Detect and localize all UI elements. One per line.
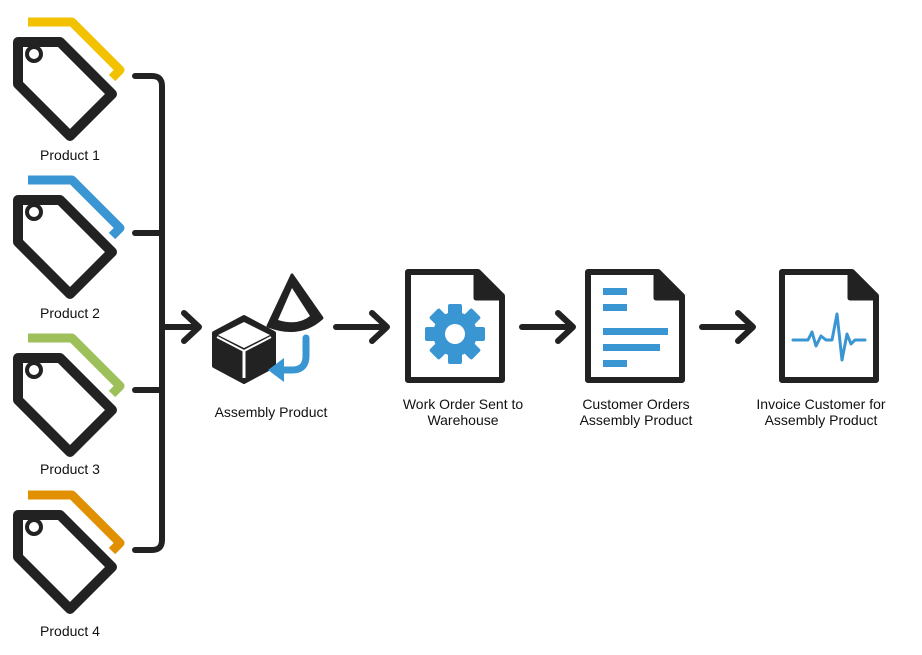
work-order-label: Work Order Sent to Warehouse: [388, 396, 538, 428]
product-1-label: Product 1: [40, 147, 100, 163]
product-4-label: Product 4: [40, 623, 100, 639]
arrow-icon: [699, 310, 756, 344]
label-line: Customer Orders: [582, 396, 690, 412]
assembly-cube-icon: [212, 273, 324, 384]
arrow-icon: [333, 310, 390, 344]
merge-bracket: [132, 73, 165, 553]
product-4-tag-icon: [13, 490, 125, 614]
customer-orders-label: Customer Orders Assembly Product: [561, 396, 711, 428]
arrow-icon: [519, 310, 576, 344]
product-1-tag-icon: [13, 17, 125, 141]
pulse-document-icon: [779, 269, 879, 383]
label-line: Assembly Product: [764, 412, 878, 428]
label-line: Work Order Sent to: [402, 396, 524, 412]
product-2-label: Product 2: [40, 305, 100, 321]
product-3-label: Product 3: [40, 461, 100, 477]
list-document-icon: [585, 269, 685, 383]
invoice-customer-label: Invoice Customer for Assembly Product: [740, 396, 902, 428]
bracket-arrow-icon: [159, 310, 202, 344]
label-line: Assembly Product: [214, 404, 328, 420]
label-line: Invoice Customer for: [756, 396, 886, 412]
product-2-tag-icon: [13, 175, 125, 299]
label-line: Warehouse: [427, 412, 499, 428]
assembly-product-label: Assembly Product: [196, 404, 346, 420]
product-3-tag-icon: [13, 333, 125, 457]
label-line: Assembly Product: [579, 412, 693, 428]
gear-document-icon: [405, 269, 505, 383]
